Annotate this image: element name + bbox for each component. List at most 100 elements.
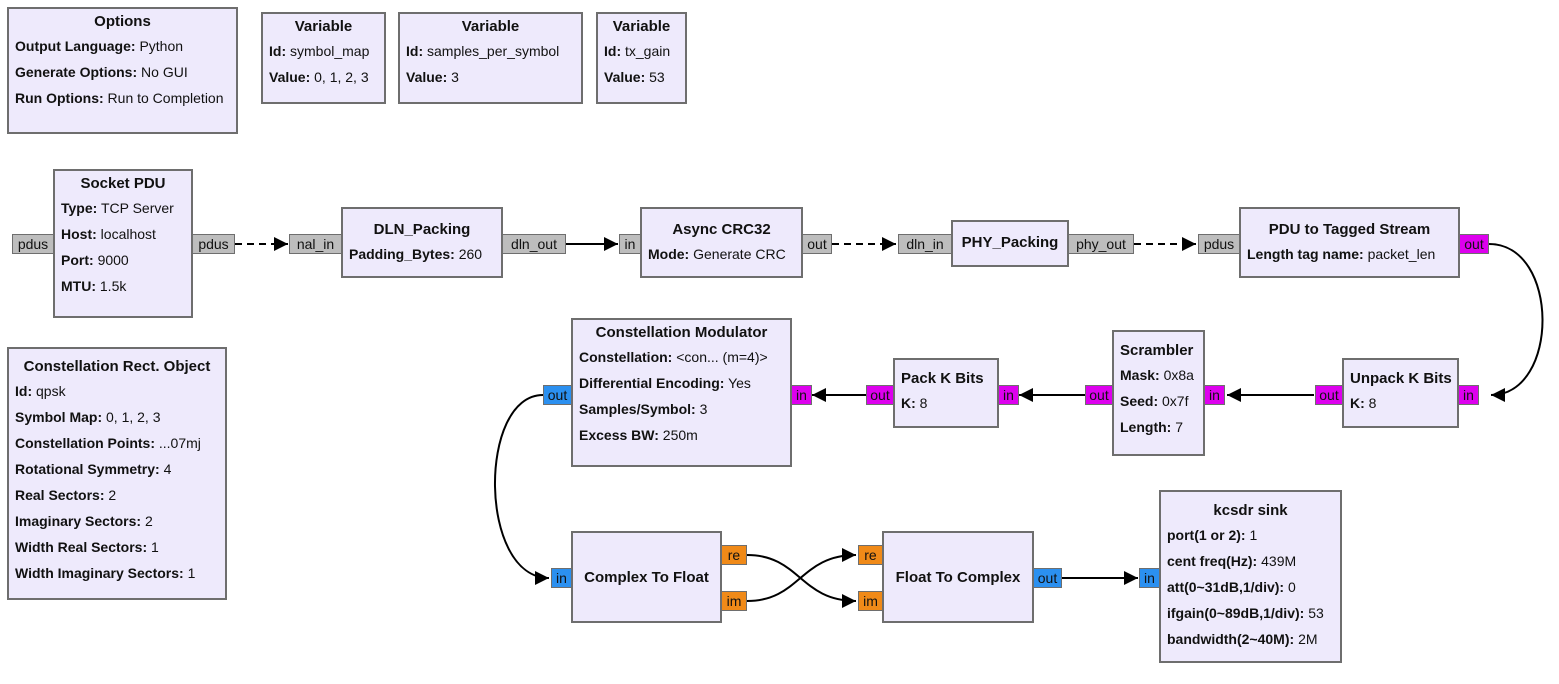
param-row: Mask: 0x8a (1120, 367, 1194, 383)
param-row: ifgain(0~89dB,1/div): 53 (1167, 605, 1324, 621)
pdu-to-tagged-stream-block[interactable]: PDU to Tagged Stream Length tag name: pa… (1239, 207, 1460, 278)
options-block[interactable]: Options Output Language: Python Generate… (7, 7, 238, 134)
param-row: Run Options: Run to Completion (15, 90, 224, 106)
param-row: Constellation: <con... (m=4)> (579, 349, 768, 365)
param-row: att(0~31dB,1/div): 0 (1167, 579, 1296, 595)
complex-to-float-in-port[interactable]: in (551, 568, 572, 588)
phy-packing-in-port[interactable]: dln_in (898, 234, 952, 254)
constellation-modulator-block[interactable]: Constellation Modulator Constellation: <… (571, 318, 792, 467)
wire-pdu-to-unpack (1488, 243, 1544, 402)
variable-block-symbol-map[interactable]: Variable Id: symbol_map Value: 0, 1, 2, … (261, 12, 386, 104)
phy-packing-out-port[interactable]: phy_out (1068, 234, 1134, 254)
float-to-complex-im-port[interactable]: im (858, 591, 883, 611)
param-row: Value: 3 (406, 69, 459, 85)
param-row: MTU: 1.5k (61, 278, 127, 294)
block-title: Unpack K Bits (1350, 370, 1452, 387)
pack-k-bits-block[interactable]: Pack K Bits K: 8 (893, 358, 999, 428)
scrambler-block[interactable]: Scrambler Mask: 0x8a Seed: 0x7f Length: … (1112, 330, 1205, 456)
dln-packing-in-port[interactable]: nal_in (289, 234, 342, 254)
block-title: Options (94, 13, 151, 30)
block-title: DLN_Packing (373, 221, 471, 238)
block-title: PHY_Packing (961, 234, 1059, 251)
param-row: Imaginary Sectors: 2 (15, 513, 153, 529)
block-title: Pack K Bits (901, 370, 984, 387)
socket-pdu-block[interactable]: Socket PDU Type: TCP Server Host: localh… (53, 169, 193, 318)
block-title: Constellation Rect. Object (23, 358, 211, 375)
block-title: Socket PDU (80, 175, 166, 192)
param-row: Value: 0, 1, 2, 3 (269, 69, 369, 85)
constellation-modulator-in-port[interactable]: in (791, 385, 812, 405)
block-title: PDU to Tagged Stream (1268, 221, 1431, 238)
dln-packing-out-port[interactable]: dln_out (502, 234, 566, 254)
block-title: Scrambler (1120, 342, 1194, 359)
float-to-complex-block[interactable]: Float To Complex (882, 531, 1034, 623)
param-row: Host: localhost (61, 226, 156, 242)
block-title: Variable (461, 18, 520, 35)
param-row: Type: TCP Server (61, 200, 174, 216)
param-row: Port: 9000 (61, 252, 129, 268)
param-row: Padding_Bytes: 260 (349, 246, 483, 262)
float-to-complex-re-port[interactable]: re (858, 545, 883, 565)
block-title: Constellation Modulator (595, 324, 768, 341)
block-title: Complex To Float (584, 569, 709, 586)
param-row: bandwidth(2~40M): 2M (1167, 631, 1318, 647)
complex-to-float-block[interactable]: Complex To Float (571, 531, 722, 623)
kcsdr-sink-in-port[interactable]: in (1139, 568, 1160, 588)
variable-block-samples-per-symbol[interactable]: Variable Id: samples_per_symbol Value: 3 (398, 12, 583, 104)
unpack-k-bits-out-port[interactable]: out (1315, 385, 1343, 405)
param-row: Seed: 0x7f (1120, 393, 1189, 409)
param-row: Id: samples_per_symbol (406, 43, 560, 59)
param-row: Samples/Symbol: 3 (579, 401, 708, 417)
float-to-complex-out-port[interactable]: out (1033, 568, 1062, 588)
param-row: K: 8 (901, 395, 928, 411)
block-title: Float To Complex (895, 569, 1021, 586)
pack-k-bits-in-port[interactable]: in (998, 385, 1019, 405)
wire-im-to-im (746, 548, 857, 602)
param-row: Value: 53 (604, 69, 665, 85)
pdu-to-tagged-in-port[interactable]: pdus (1198, 234, 1240, 254)
variable-block-tx-gain[interactable]: Variable Id: tx_gain Value: 53 (596, 12, 687, 104)
param-row: Excess BW: 250m (579, 427, 698, 443)
dln-packing-block[interactable]: DLN_Packing Padding_Bytes: 260 (341, 207, 503, 278)
param-row: Real Sectors: 2 (15, 487, 117, 503)
param-row: Length tag name: packet_len (1247, 246, 1436, 262)
param-row: K: 8 (1350, 395, 1377, 411)
param-row: Id: tx_gain (604, 43, 671, 59)
param-row: Differential Encoding: Yes (579, 375, 751, 391)
param-row: Width Imaginary Sectors: 1 (15, 565, 196, 581)
block-title: Async CRC32 (672, 221, 771, 238)
param-row: Length: 7 (1120, 419, 1184, 435)
unpack-k-bits-block[interactable]: Unpack K Bits K: 8 (1342, 358, 1459, 428)
socket-pdu-in-port[interactable]: pdus (12, 234, 54, 254)
param-row: cent freq(Hz): 439M (1167, 553, 1297, 569)
constellation-modulator-out-port[interactable]: out (543, 385, 572, 405)
param-row: Symbol Map: 0, 1, 2, 3 (15, 409, 161, 425)
block-title: kcsdr sink (1213, 502, 1288, 519)
pack-k-bits-out-port[interactable]: out (866, 385, 894, 405)
param-row: Id: symbol_map (269, 43, 370, 59)
pdu-to-tagged-out-port[interactable]: out (1459, 234, 1489, 254)
param-row: Generate Options: No GUI (15, 64, 188, 80)
constellation-rect-object-block[interactable]: Constellation Rect. Object Id: qpsk Symb… (7, 347, 227, 600)
param-row: Constellation Points: ...07mj (15, 435, 201, 451)
scrambler-out-port[interactable]: out (1085, 385, 1113, 405)
complex-to-float-im-port[interactable]: im (721, 591, 747, 611)
kcsdr-sink-block[interactable]: kcsdr sink port(1 or 2): 1 cent freq(Hz)… (1159, 490, 1342, 663)
complex-to-float-re-port[interactable]: re (721, 545, 747, 565)
param-row: Id: qpsk (15, 383, 66, 399)
unpack-k-bits-in-port[interactable]: in (1458, 385, 1479, 405)
phy-packing-block[interactable]: PHY_Packing (951, 220, 1069, 267)
async-crc32-block[interactable]: Async CRC32 Mode: Generate CRC (640, 207, 803, 278)
block-title: Variable (294, 18, 353, 35)
param-row: Mode: Generate CRC (648, 246, 786, 262)
param-row: port(1 or 2): 1 (1167, 527, 1258, 543)
param-row: Output Language: Python (15, 38, 184, 54)
socket-pdu-out-port[interactable]: pdus (192, 234, 235, 254)
param-row: Width Real Sectors: 1 (15, 539, 159, 555)
async-crc32-in-port[interactable]: in (619, 234, 641, 254)
async-crc32-out-port[interactable]: out (802, 234, 832, 254)
wire-modulator-to-c2f (494, 394, 550, 585)
scrambler-in-port[interactable]: in (1204, 385, 1225, 405)
block-title: Variable (612, 18, 671, 35)
